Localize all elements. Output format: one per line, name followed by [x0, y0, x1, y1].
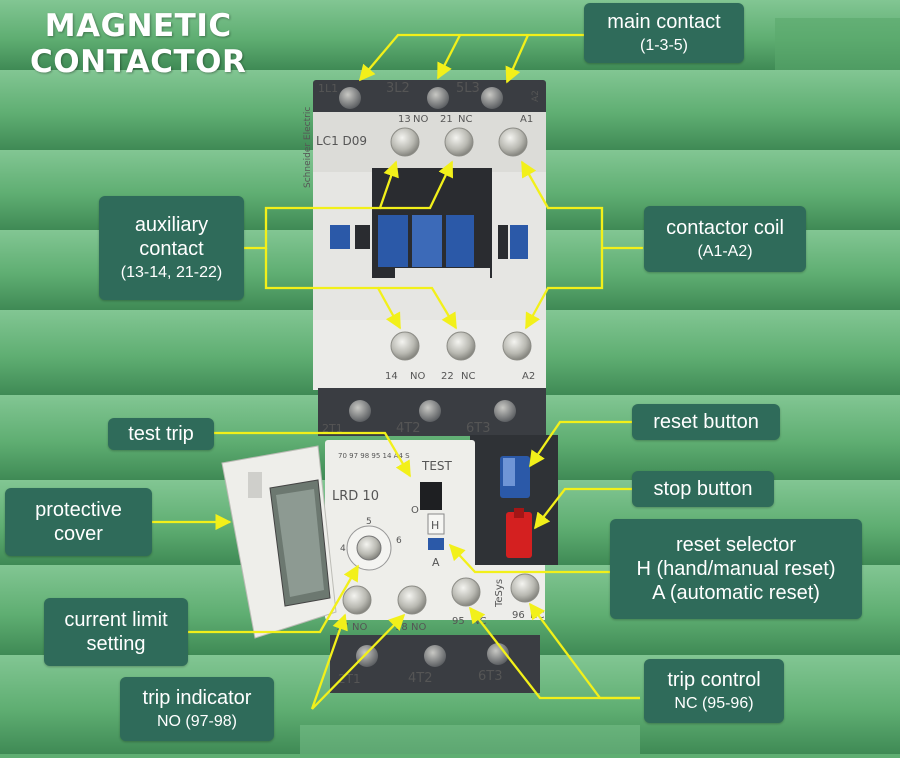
label-main-contact: main contact (1-3-5) — [584, 3, 744, 63]
terminal-6t3-top: 6T3 — [466, 421, 490, 436]
label-stop-button: stop button — [632, 471, 774, 507]
label-reset-button-text: reset button — [653, 411, 759, 433]
label-trip-indicator-text: trip indicator — [142, 687, 252, 709]
relay-model: LRD 10 — [332, 489, 379, 504]
label-reset-button: reset button — [632, 404, 780, 440]
arrow-current-limit — [186, 564, 359, 634]
relay-header: 70 97 98 95 14 A4 S — [338, 452, 410, 460]
label-cover-line2: cover — [54, 523, 103, 545]
arrow-main-contact-1 — [358, 33, 585, 82]
label-selector-line1: reset selector — [675, 534, 797, 556]
label-trip-indicator: trip indicator NO (97-98) — [120, 677, 274, 741]
terminal-2t1-top: 2T1 — [322, 422, 343, 435]
label-protective-cover: protective cover — [5, 488, 152, 556]
relay-no-1: NO — [352, 622, 367, 633]
label-stop-button-text: stop button — [653, 478, 753, 500]
arrow-aux-bottom-2 — [378, 286, 457, 330]
arrow-reset-button — [529, 420, 633, 468]
title-line-1: MAGNETIC — [44, 8, 232, 44]
arrow-test-trip — [212, 431, 411, 478]
aux-top-13: 13 — [398, 114, 411, 125]
label-coil-text: contactor coil — [666, 217, 784, 239]
contactor-body: LC1 D09 13 NO 21 NC A1 Schneider Electri… — [303, 107, 546, 390]
relay-h: H — [431, 519, 439, 532]
terminal-3l2: 3L2 — [386, 81, 410, 96]
arrow-aux-bottom — [264, 248, 402, 330]
aux-top-nc: NC — [458, 114, 472, 125]
arrow-reset-selector — [448, 543, 610, 574]
relay-95: 95 — [452, 616, 465, 627]
arrow-coil-top — [520, 160, 643, 250]
relay-test: TEST — [421, 459, 453, 473]
label-test-trip: test trip — [108, 418, 214, 450]
label-main-contact-text: main contact — [607, 11, 721, 33]
aux-bottom-no: NO — [410, 371, 425, 382]
arrow-coil-bottom — [524, 248, 604, 330]
label-current-limit-line1: current limit — [64, 609, 168, 631]
relay-no-2: NO — [411, 622, 426, 633]
label-selector-line2: H (hand/manual reset) — [636, 558, 836, 580]
label-trip-control-text: trip control — [667, 669, 761, 691]
brand-label: Schneider Electric — [303, 107, 313, 188]
relay-96: 96 — [512, 610, 525, 621]
dial-5: 5 — [366, 517, 372, 527]
arrow-aux-top-2 — [380, 160, 454, 210]
label-current-limit-line2: setting — [86, 633, 146, 655]
terminal-6t3-bottom: 6T3 — [478, 669, 502, 684]
label-reset-selector: reset selector H (hand/manual reset) A (… — [610, 519, 862, 619]
arrow-main-contact-2 — [436, 34, 462, 80]
aux-bottom-14: 14 — [385, 371, 398, 382]
label-main-contact-sub: (1-3-5) — [639, 37, 688, 54]
aux-top-a1: A1 — [520, 114, 533, 125]
arrow-stop-button — [534, 487, 633, 530]
relay-o: O — [411, 505, 419, 516]
relay-bottom-terminals: 2T1 4T2 6T3 — [330, 635, 540, 693]
terminal-4t2-bottom: 4T2 — [408, 671, 432, 686]
label-auxiliary-contact: auxiliary contact (13-14, 21-22) — [99, 196, 244, 300]
aux-top-21: 21 — [440, 114, 453, 125]
label-cover-line1: protective — [35, 499, 122, 521]
contactor-output-terminals: 2T1 4T2 6T3 — [318, 388, 546, 436]
model-label: LC1 D09 — [316, 134, 367, 148]
label-contactor-coil: contactor coil (A1-A2) — [644, 206, 806, 272]
terminal-1l1: 1L1 — [318, 82, 338, 95]
label-selector-line3: A (automatic reset) — [652, 582, 820, 604]
dial-6: 6 — [396, 536, 402, 546]
arrow-trip-indicator-1 — [310, 613, 348, 710]
aux-top-no: NO — [413, 114, 428, 125]
label-aux-line2: contact — [139, 238, 204, 260]
title-line-2: CONTACTOR — [30, 44, 247, 80]
label-test-trip-text: test trip — [128, 423, 194, 445]
arrow-trip-control-2 — [529, 602, 640, 700]
terminal-5l3: 5L3 — [456, 81, 480, 96]
aux-bottom-a2: A2 — [522, 371, 535, 382]
overload-relay: 70 97 98 95 14 A4 S TEST LRD 10 O H A 4 … — [325, 435, 558, 633]
relay-brand: TeSys — [494, 579, 505, 608]
arrow-trip-indicator-2 — [311, 613, 406, 710]
label-coil-sub: (A1-A2) — [697, 243, 753, 260]
leader-lines — [150, 33, 643, 710]
aux-bottom-nc: NC — [461, 371, 475, 382]
dial-4: 4 — [340, 544, 346, 554]
label-aux-sub: (13-14, 21-22) — [120, 264, 223, 281]
terminal-4t2-top: 4T2 — [396, 421, 420, 436]
diagram-title: MAGNETIC CONTACTOR — [30, 8, 246, 80]
label-trip-control-sub: NC (95-96) — [674, 695, 754, 712]
label-trip-indicator-sub: NO (97-98) — [156, 713, 238, 730]
terminal-a2-side: A2 — [531, 90, 541, 102]
label-aux-line1: auxiliary — [134, 214, 209, 236]
relay-a: A — [432, 556, 440, 569]
arrow-aux-top — [240, 160, 399, 250]
label-trip-control: trip control NC (95-96) — [644, 659, 784, 723]
aux-bottom-22: 22 — [441, 371, 454, 382]
label-current-limit: current limit setting — [44, 598, 188, 666]
arrow-main-contact-3 — [505, 34, 530, 84]
protective-cover-lid — [221, 445, 337, 639]
contactor-top-terminal-block: 1L1 3L2 5L3 A2 — [313, 80, 546, 116]
